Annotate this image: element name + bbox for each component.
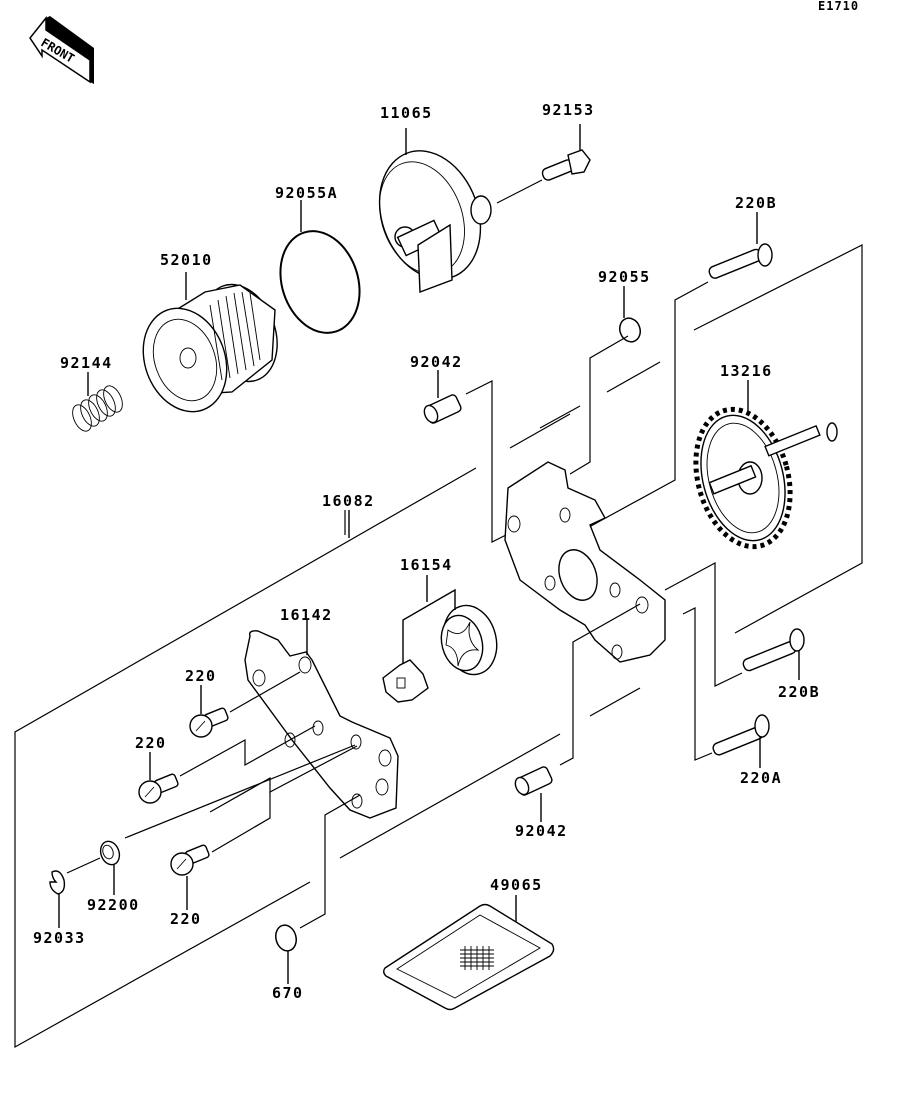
assembly-outline-16082: [14, 244, 863, 1049]
label-92033: 92033: [33, 929, 86, 947]
part-92055-o-ring[interactable]: [569, 286, 644, 475]
part-16142-pump-plate[interactable]: [244, 620, 399, 819]
part-92042-dowel-bottom[interactable]: [513, 603, 641, 822]
part-oil-pump-body[interactable]: [504, 461, 666, 663]
part-220-screw-middle[interactable]: [138, 725, 316, 804]
part-92042-dowel-top[interactable]: [422, 370, 513, 543]
label-220A: 220A: [740, 769, 782, 787]
label-16082: 16082: [322, 492, 375, 510]
label-92144: 92144: [60, 354, 113, 372]
label-13216: 13216: [720, 362, 773, 380]
part-92033-circlip[interactable]: [49, 870, 66, 928]
part-52010-oil-filter[interactable]: [129, 272, 290, 423]
diagram-code: E1710: [818, 0, 859, 13]
part-13216-pump-gear[interactable]: [681, 380, 838, 557]
label-220-lower: 220: [170, 910, 202, 928]
guide-line: [209, 745, 358, 813]
part-11065-oil-pump-cover[interactable]: [362, 128, 497, 293]
label-92153: 92153: [542, 101, 595, 119]
part-92144-spring[interactable]: [69, 372, 126, 434]
guide-line: [124, 744, 356, 839]
label-92200: 92200: [87, 896, 140, 914]
label-220-middle: 220: [135, 734, 167, 752]
label-16142: 16142: [280, 606, 333, 624]
label-16154: 16154: [400, 556, 453, 574]
label-92042-top: 92042: [410, 353, 463, 371]
part-220B-bolt-middle[interactable]: [664, 561, 805, 687]
part-220B-bolt-top[interactable]: [579, 212, 773, 533]
part-92153-bolt[interactable]: [496, 124, 591, 204]
part-92200-washer[interactable]: [66, 839, 123, 895]
label-92055A: 92055A: [275, 184, 338, 202]
label-92042-bottom: 92042: [515, 822, 568, 840]
part-220-screw-upper[interactable]: [189, 671, 301, 738]
part-49065-oil-screen[interactable]: [383, 895, 555, 1011]
part-220A-bolt[interactable]: [682, 607, 770, 768]
front-arrow-icon: FRONT: [29, 15, 94, 84]
label-92055: 92055: [598, 268, 651, 286]
label-220B-top: 220B: [735, 194, 777, 212]
label-49065: 49065: [490, 876, 543, 894]
part-16154-pump-rotor-set[interactable]: [382, 575, 504, 703]
label-220B-middle: 220B: [778, 683, 820, 701]
part-220-screw-lower[interactable]: [170, 792, 271, 910]
label-11065: 11065: [380, 104, 433, 122]
part-670-o-ring[interactable]: [273, 794, 361, 984]
label-220-upper: 220: [185, 667, 217, 685]
label-52010: 52010: [160, 251, 213, 269]
label-670: 670: [272, 984, 304, 1002]
part-92055A-o-ring[interactable]: [268, 200, 372, 343]
